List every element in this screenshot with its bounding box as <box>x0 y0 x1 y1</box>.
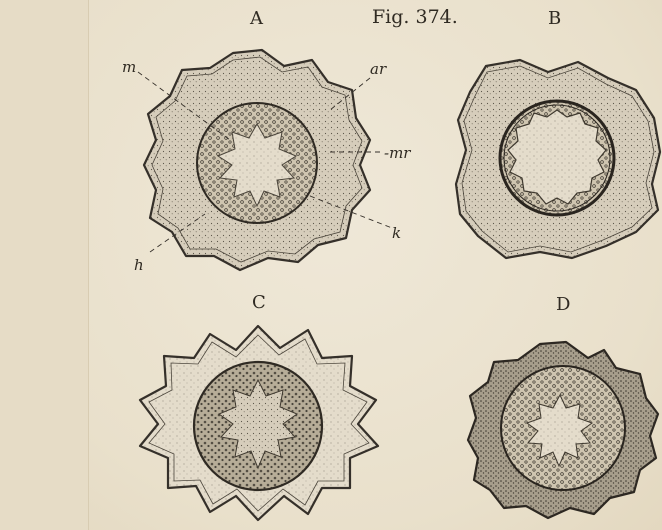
panel-b-drawing <box>456 60 660 258</box>
panel-a-drawing <box>138 50 392 270</box>
panel-d-drawing <box>468 342 658 518</box>
panel-c-drawing <box>140 326 378 520</box>
